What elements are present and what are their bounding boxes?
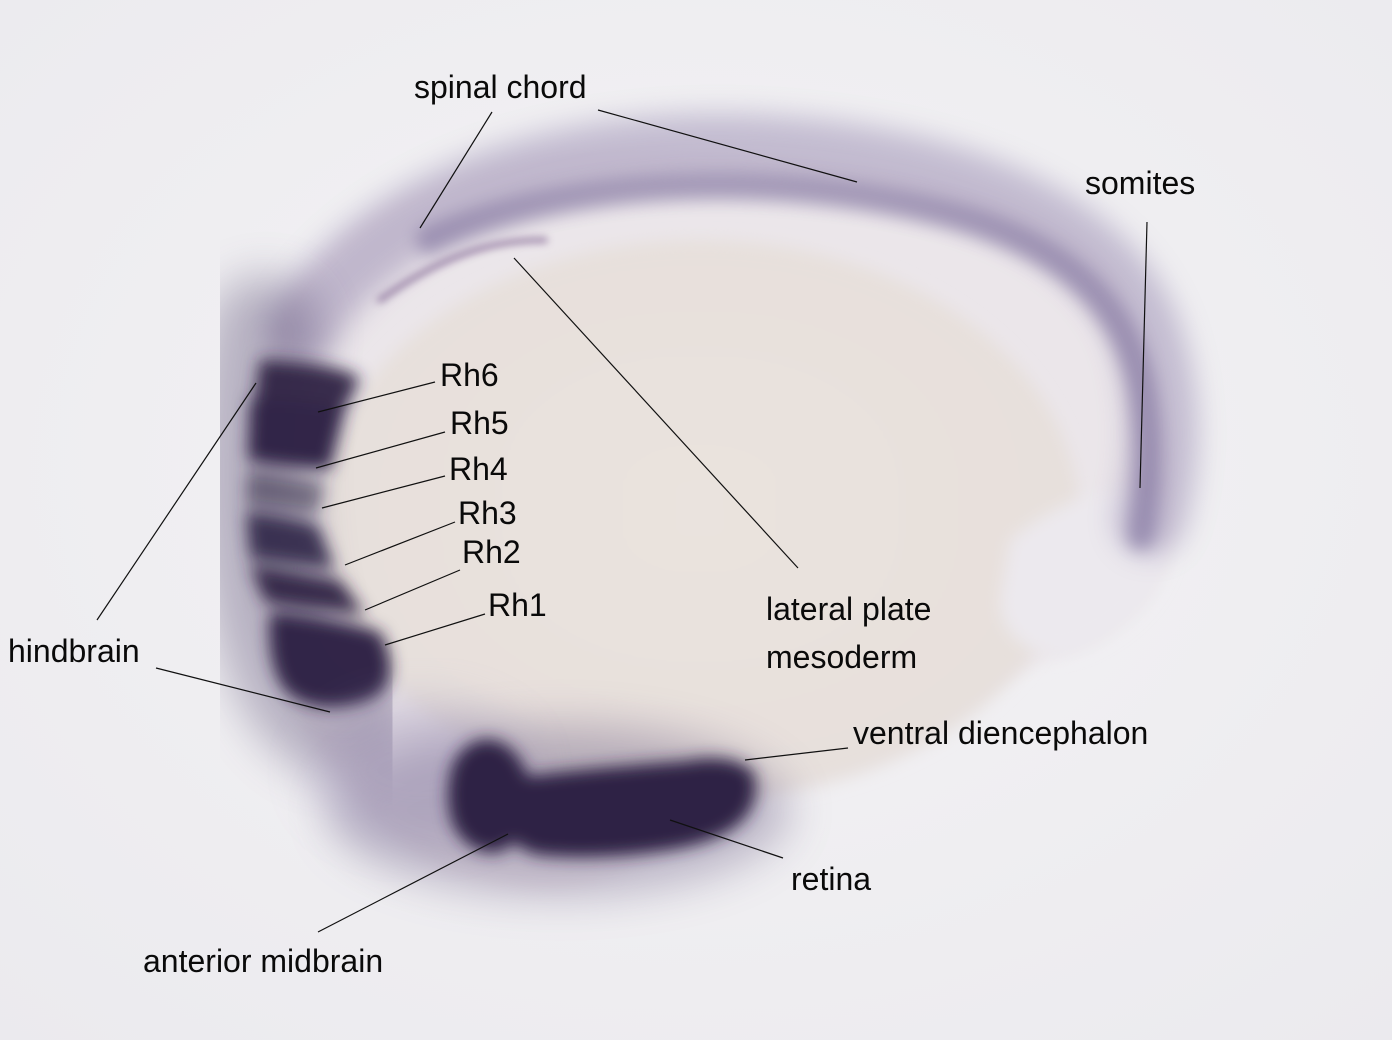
lateral-plate-stain	[377, 237, 548, 303]
head-stain	[447, 739, 756, 858]
label-rh3: Rh3	[458, 495, 517, 531]
lateral-plate-leader	[513, 257, 799, 569]
spinal-chord-leader-right	[597, 109, 858, 183]
leader-lines	[96, 109, 1148, 933]
ventral-diencephalon-blob	[689, 758, 756, 810]
rh4-stripe	[246, 470, 325, 515]
label-mesoderm: mesoderm	[766, 639, 918, 675]
label-rh4: Rh4	[449, 451, 508, 487]
rh3-leader	[344, 521, 456, 566]
label-spinal-chord: spinal chord	[414, 69, 587, 105]
rh2-leader	[364, 569, 461, 611]
label-rh1: Rh1	[488, 587, 547, 623]
label-ventral-diencephalon: ventral diencephalon	[853, 715, 1149, 751]
label-retina: retina	[791, 861, 872, 897]
rh6-leader	[317, 381, 436, 413]
rh5-stripe	[248, 400, 345, 470]
rhombomere-stripes	[246, 360, 391, 708]
rh1-leader	[384, 613, 486, 646]
anterior-midbrain-leader	[317, 833, 509, 933]
spinal-chord-leader-left	[419, 111, 493, 229]
label-hindbrain: hindbrain	[8, 633, 140, 669]
retina-leader	[669, 819, 784, 859]
rh4-leader	[321, 475, 446, 509]
rh1-stripe	[269, 612, 391, 708]
label-somites: somites	[1085, 165, 1196, 201]
retina-blob	[499, 759, 756, 858]
rh6-stripe	[255, 360, 360, 410]
hindbrain-leader-down	[155, 667, 331, 713]
label-rh6: Rh6	[440, 357, 499, 393]
label-anterior-midbrain: anterior midbrain	[143, 943, 384, 979]
somites-leader	[1139, 221, 1148, 489]
label-rh2: Rh2	[462, 534, 521, 570]
label-rh5: Rh5	[450, 405, 509, 441]
rh3-stripe	[246, 512, 335, 570]
rh2-stripe	[250, 565, 365, 615]
label-lateral-plate: lateral plate	[766, 591, 932, 627]
yolk	[320, 240, 1080, 800]
rh5-leader	[315, 431, 446, 469]
spinal-cord-stain	[265, 113, 1198, 555]
hindbrain-leader-up	[96, 382, 257, 621]
ventral-diencephalon-leader	[744, 747, 849, 761]
somites-stain	[416, 172, 1162, 554]
